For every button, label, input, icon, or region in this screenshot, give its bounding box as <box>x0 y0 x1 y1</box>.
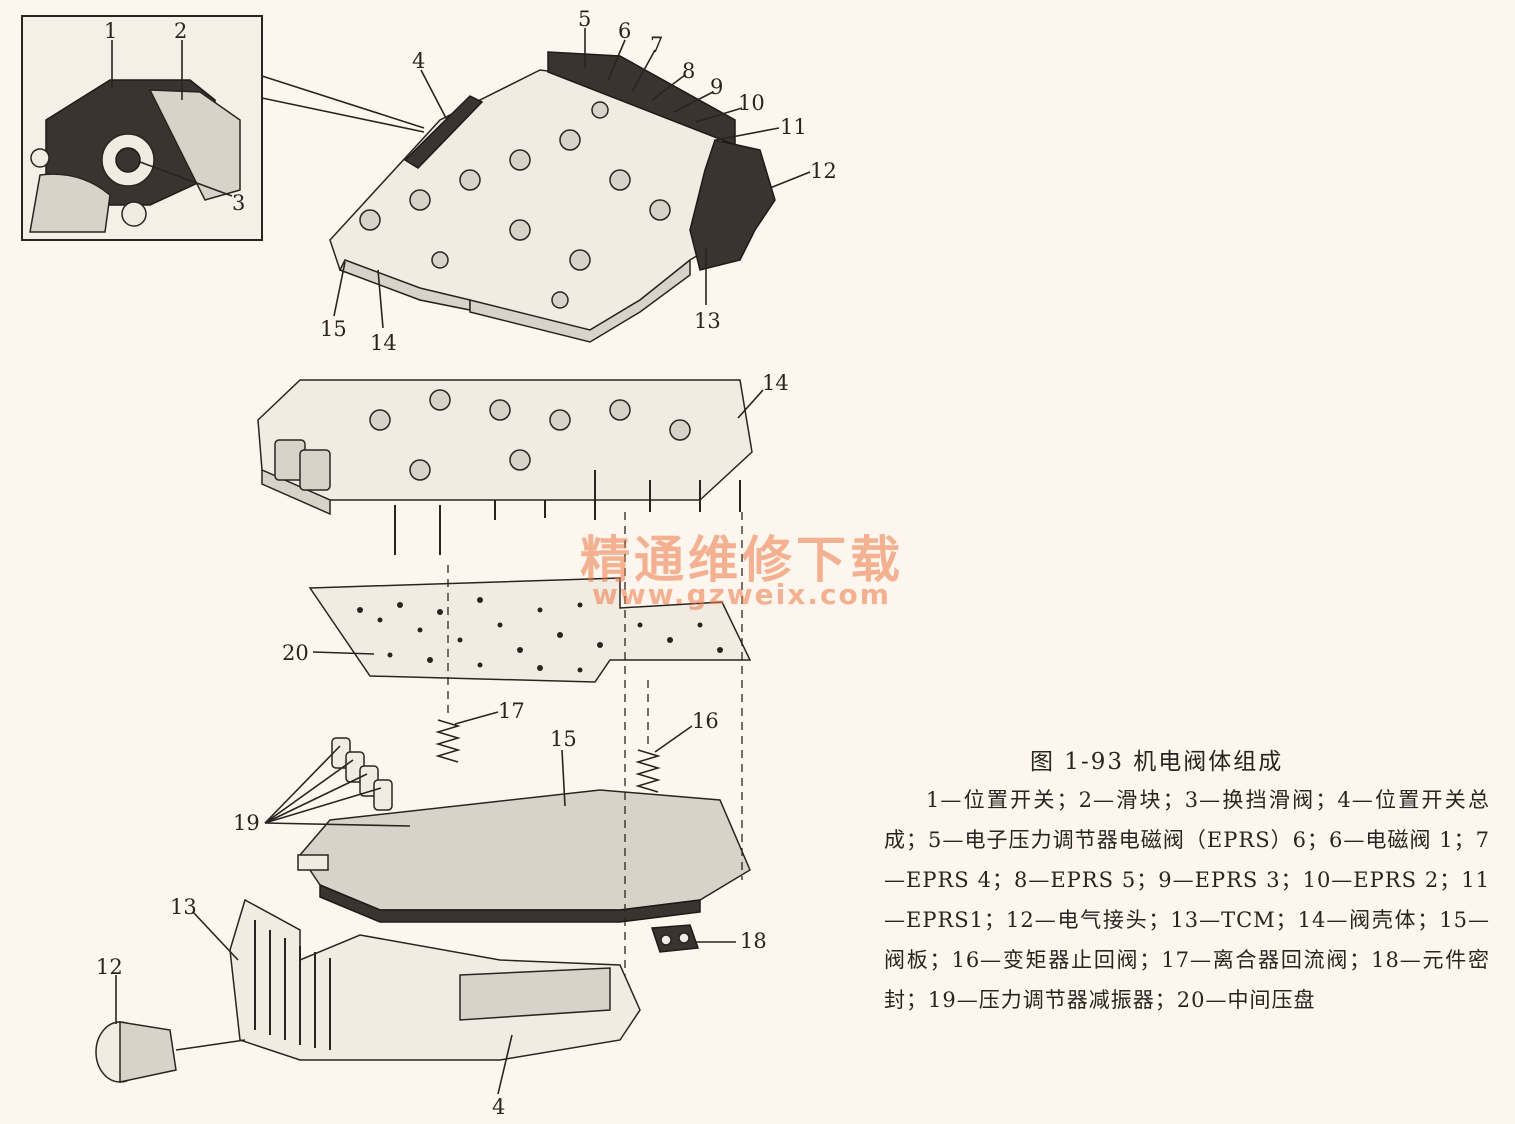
watermark-text: 精通维修下载 <box>580 531 904 589</box>
valve-housing-pins <box>394 470 741 555</box>
valve-plate-body <box>299 789 751 911</box>
connector-body <box>119 1021 177 1083</box>
callout-4-top: 4 <box>412 49 425 73</box>
callout-8: 8 <box>682 59 695 83</box>
inset-base <box>29 173 111 233</box>
housing-bosses <box>359 101 671 309</box>
inset-screw <box>30 148 50 168</box>
valve-plate-side <box>319 883 701 923</box>
converter-check-valve <box>635 680 661 793</box>
clutch-return-valve <box>435 565 461 763</box>
callout-7: 7 <box>650 33 663 57</box>
callout-2: 2 <box>174 19 187 43</box>
callout-12-bot: 12 <box>96 955 123 979</box>
callout-10: 10 <box>738 91 765 115</box>
callout-5: 5 <box>578 7 591 31</box>
figure-caption-title: 图 1-93 机电阀体组成 <box>1030 749 1284 775</box>
callout-16: 16 <box>692 709 719 733</box>
callout-4-bot: 4 <box>492 1095 505 1119</box>
callout-labels: 1 2 3 4 5 6 7 8 9 10 11 12 13 14 15 14 2… <box>96 7 837 1119</box>
intermediate-plate-body <box>308 577 752 683</box>
figure-caption-legend: 1—位置开关；2—滑块；3—换挡滑阀；4—位置开关总成；5—电子压力调节器电磁阀… <box>884 788 1490 1012</box>
shift-valve-hub <box>115 147 141 173</box>
zoom-line-upper <box>261 75 425 129</box>
tcm-ribs <box>254 920 331 1050</box>
leader-lines <box>111 28 811 1095</box>
valve-housing-bosses <box>274 389 691 491</box>
element-seal-body <box>650 924 700 953</box>
plate-holes <box>357 597 723 673</box>
solenoid-row <box>547 51 736 147</box>
assembled-unit <box>329 51 776 343</box>
tcm-carrier-body <box>229 898 641 1061</box>
callout-1: 1 <box>104 19 117 43</box>
inset-detail <box>21 15 425 241</box>
callout-6: 6 <box>618 19 631 43</box>
callout-9: 9 <box>710 75 723 99</box>
callout-11: 11 <box>780 115 807 139</box>
callout-15-top: 15 <box>320 317 347 341</box>
valve-housing <box>257 379 753 555</box>
callout-20: 20 <box>282 641 309 665</box>
valve-plate <box>297 512 751 990</box>
callout-15-mid: 15 <box>550 727 577 751</box>
callout-17: 17 <box>498 699 525 723</box>
intermediate-plate <box>308 577 752 683</box>
connector-lead <box>175 1039 246 1051</box>
tcm-module <box>459 967 611 1021</box>
zoom-line-lower <box>261 97 425 133</box>
callout-19: 19 <box>233 811 260 835</box>
connector-tcm-block <box>689 139 776 271</box>
callout-3: 3 <box>232 191 245 215</box>
callout-13-top: 13 <box>694 309 721 333</box>
callout-12-top: 12 <box>810 159 837 183</box>
watermark-url: www.gzweix.com <box>592 578 891 611</box>
spring-17-coil <box>435 719 461 763</box>
callout-14-top: 14 <box>370 331 397 355</box>
callout-13-bot: 13 <box>170 895 197 919</box>
element-seal <box>650 924 700 953</box>
damper-cups <box>331 737 393 811</box>
spring-16-coil <box>635 749 661 793</box>
tcm-carrier <box>229 898 641 1061</box>
assembled-side-face <box>469 258 691 343</box>
position-switch-assembly <box>403 95 484 169</box>
callout-14-mid: 14 <box>762 371 789 395</box>
valve-plate-tab <box>297 854 329 871</box>
electrical-connector <box>95 1021 246 1083</box>
callout-18: 18 <box>740 929 767 953</box>
slider-shape <box>148 89 241 201</box>
inset-bolt <box>121 201 147 227</box>
